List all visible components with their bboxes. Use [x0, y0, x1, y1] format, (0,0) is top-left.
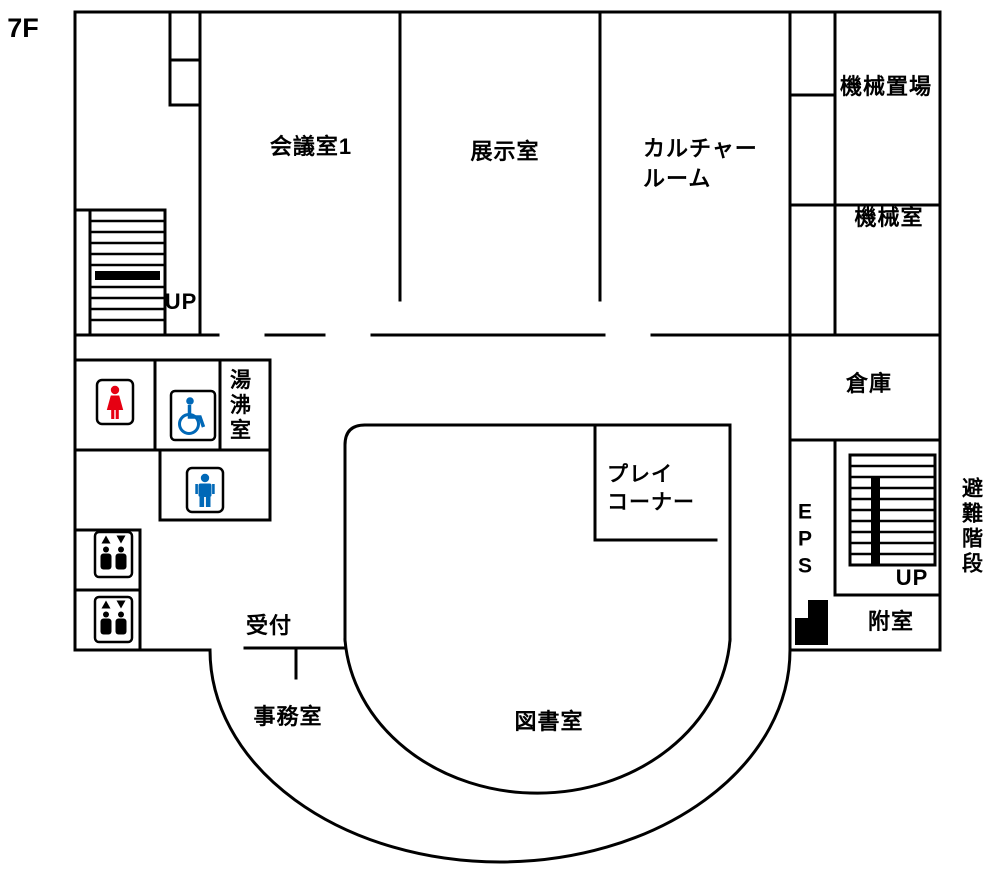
room-label-eps: EPS	[793, 500, 817, 582]
female-toilet-icon	[95, 378, 135, 426]
room-label-machine-storage: 機械置場	[839, 74, 933, 100]
wheelchair-icon	[169, 389, 217, 442]
room-label-machine-room: 機械室	[854, 205, 924, 231]
walls	[73, 10, 942, 864]
room-label-hot-water: 湯沸室	[227, 368, 251, 444]
room-label-play-corner: プレイ コーナー	[607, 463, 695, 515]
right-stair-treads	[850, 464, 935, 556]
room-label-culture: カルチャー ルーム	[643, 136, 758, 191]
room-label-meeting1: 会議室1	[269, 134, 353, 160]
reception-counter	[243, 646, 347, 680]
right-block-walls	[788, 333, 942, 652]
room-label-reception: 受付	[245, 613, 293, 639]
right-stair-bar	[871, 477, 880, 564]
room-dividers	[398, 10, 942, 337]
floor-label: 7F	[7, 12, 39, 43]
room-label-vestibule: 附室	[867, 609, 915, 635]
room-label-library: 図書室	[514, 709, 584, 735]
room-label-exhibition: 展示室	[470, 139, 540, 165]
left-stairs-up-label: UP	[164, 289, 198, 315]
eps-notch	[795, 600, 828, 645]
room-label-office: 事務室	[253, 704, 323, 730]
room-label-warehouse: 倉庫	[845, 371, 893, 397]
left-stair-treads	[90, 219, 165, 322]
library-walls	[343, 423, 732, 795]
outer-walls	[73, 10, 942, 864]
right-stair-walls	[848, 453, 937, 567]
left-stair-bar	[95, 271, 160, 280]
elevator-icon	[93, 595, 134, 644]
elevator-icon	[93, 530, 134, 579]
toilet-walls	[73, 358, 272, 522]
male-toilet-icon	[185, 466, 225, 514]
room-label-evac-stairs: 避難階段	[959, 477, 983, 577]
topleft-closets	[168, 10, 202, 337]
elevator-walls	[73, 528, 142, 652]
right-stairs-up-label: UP	[895, 565, 929, 591]
